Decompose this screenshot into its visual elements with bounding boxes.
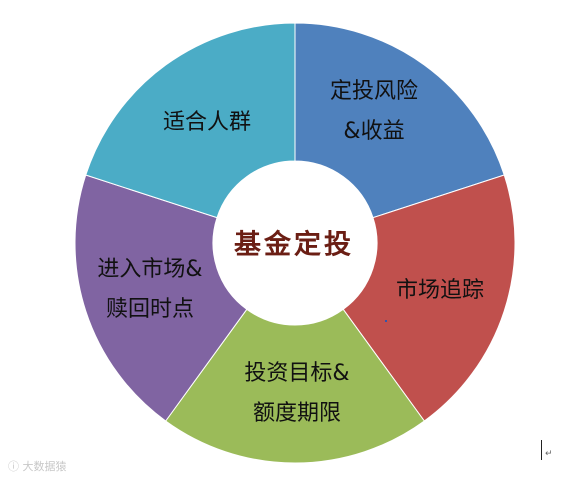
watermark: ⓘ 大数据猿 [8,458,67,474]
watermark-text: 大数据猿 [22,460,67,473]
paragraph-mark-icon: ↵ [545,449,553,459]
segment-label-risk-return: 定投风险 &收益 [329,79,419,144]
stray-dot [385,320,387,322]
text-cursor [541,440,542,460]
segment-label-goal-amount: 投资目标& 额度期限 [244,361,350,426]
segment-label-entry-exit: 进入市场& 赎回时点 [97,257,203,322]
segment-label-target-audience: 适合人群 [162,110,252,135]
donut-center-hole [213,161,377,325]
center-title: 基金定投 [234,229,354,261]
segment-label-market-tracking: 市场追踪 [395,278,485,303]
watermark-icon: ⓘ [8,460,23,473]
